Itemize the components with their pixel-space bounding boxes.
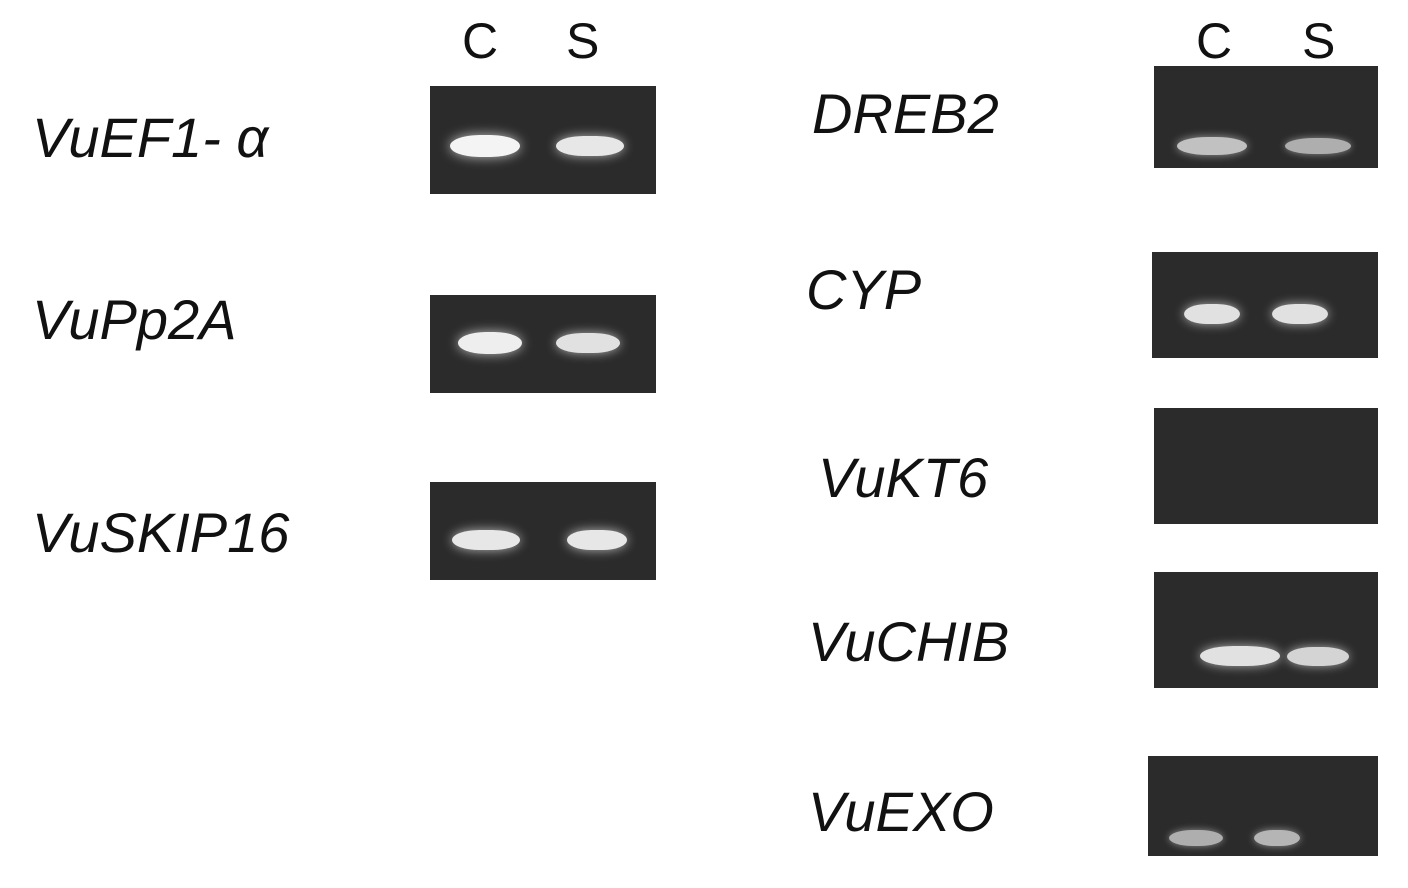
left-lane-header-c: C [462, 13, 499, 69]
band-c [1200, 645, 1280, 667]
band-s [556, 332, 620, 354]
gel-image-vuchib [1154, 572, 1378, 688]
band-s [556, 135, 624, 157]
gene-label-vukt6: VuKT6 [818, 446, 989, 509]
band-c [450, 135, 520, 157]
band-s [1272, 303, 1328, 325]
gene-label-vuskip16: VuSKIP16 [32, 501, 290, 564]
gel-image-vuexo [1148, 756, 1378, 856]
gene-label-vuchib: VuCHIB [808, 610, 1010, 673]
gene-label-cyp: CYP [806, 258, 922, 321]
gel-image-dreb2 [1154, 66, 1378, 168]
gel-image-vuef1a [430, 86, 656, 194]
gel-image-vupp2a [430, 295, 656, 393]
band-c [1169, 830, 1223, 846]
gel-image-cyp [1152, 252, 1378, 358]
band-c [452, 529, 520, 551]
gel-image-vuskip16 [430, 482, 656, 580]
gene-label-dreb2: DREB2 [812, 82, 999, 145]
band-c [458, 332, 522, 354]
right-lane-header-s: S [1302, 13, 1336, 69]
left-lane-header-s: S [566, 13, 600, 69]
band-s [1287, 646, 1349, 666]
band-s [1285, 138, 1351, 154]
gene-label-vupp2a: VuPp2A [32, 288, 237, 351]
gene-label-vuexo: VuEXO [808, 780, 994, 843]
gene-label-vuef1a: VuEF1- α [32, 106, 269, 169]
band-c [1177, 137, 1247, 155]
right-lane-header-c: C [1196, 13, 1233, 69]
band-c [1184, 303, 1240, 325]
band-s [567, 529, 627, 551]
band-s [1254, 830, 1300, 846]
gel-image-vukt6 [1154, 408, 1378, 524]
